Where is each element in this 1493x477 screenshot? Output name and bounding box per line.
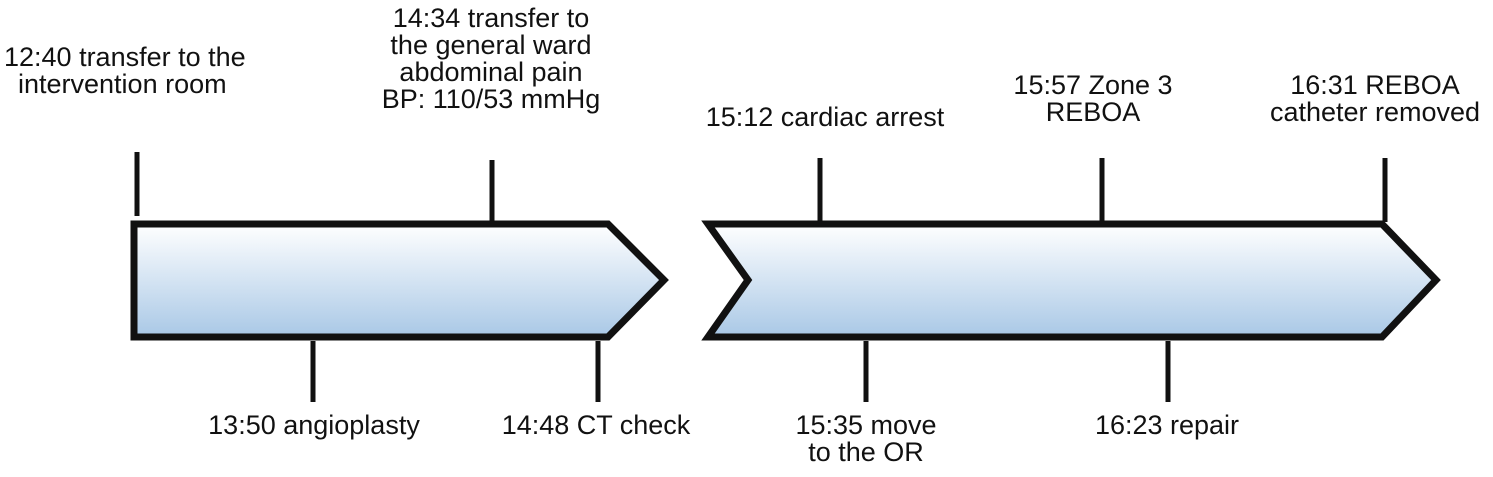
event-line: 14:34 transfer to (392, 3, 590, 33)
event-line: 13:50 angioplasty (208, 410, 420, 440)
event-label-1535: 15:35 move to the OR (776, 412, 956, 466)
event-line: 15:57 Zone 3 (1013, 70, 1173, 100)
event-line: 15:35 move (795, 410, 937, 440)
event-label-1512: 15:12 cardiac arrest (690, 104, 960, 131)
event-label-1434: 14:34 transfer to the general ward abdom… (356, 5, 626, 113)
event-line: REBOA (1045, 97, 1141, 127)
event-line: intervention room (18, 69, 227, 99)
event-label-1240: 12:40 transfer to the intervention room (4, 44, 246, 98)
event-line: 16:23 repair (1094, 410, 1240, 440)
timeline-arrow-segment-2 (701, 220, 1441, 341)
event-line: the general ward (390, 30, 592, 60)
event-label-1350: 13:50 angioplasty (196, 412, 432, 439)
event-label-1557: 15:57 Zone 3 REBOA (1000, 72, 1186, 126)
event-line: 16:31 REBOA (1290, 70, 1460, 100)
event-line: BP: 110/53 mmHg (381, 84, 601, 114)
timeline-arrow-segment-1 (130, 220, 669, 341)
event-line: 12:40 transfer to the (4, 42, 246, 72)
event-label-1631: 16:31 REBOA catheter removed (1258, 72, 1492, 126)
event-line: abdominal pain (399, 57, 583, 87)
event-line: catheter removed (1269, 97, 1481, 127)
event-line: 15:12 cardiac arrest (705, 102, 945, 132)
event-label-1448: 14:48 CT check (490, 412, 702, 439)
event-line: 14:48 CT check (501, 410, 691, 440)
event-label-1623: 16:23 repair (1080, 412, 1254, 439)
event-line: to the OR (808, 437, 924, 467)
